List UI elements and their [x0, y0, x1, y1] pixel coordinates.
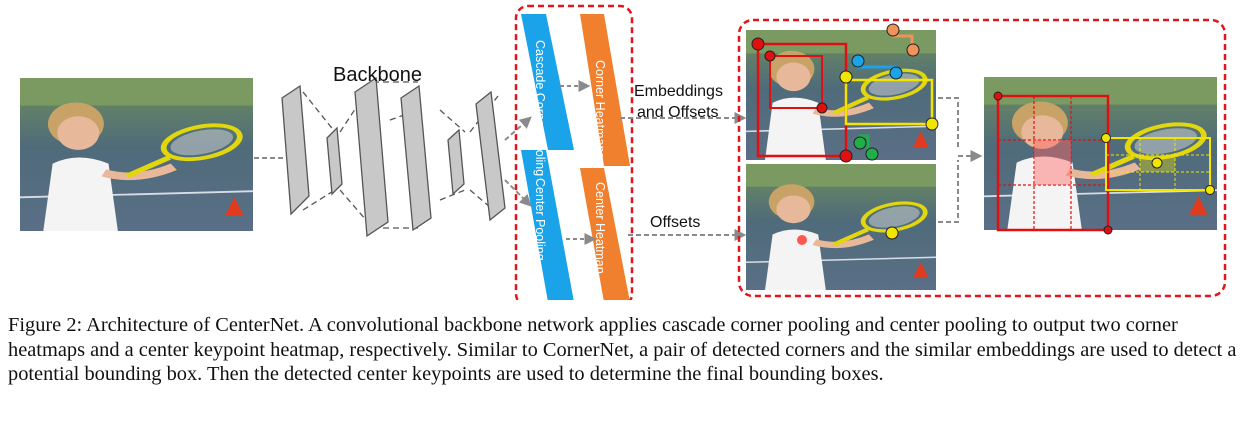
corner-heatmaps-label: Corner Heatmaps	[593, 60, 607, 159]
svg-text:Center Pooling: Center Pooling	[533, 178, 547, 261]
center-keypoint-image	[746, 164, 936, 290]
final-output-image	[984, 77, 1217, 235]
embeddings-label: Embeddings	[634, 83, 723, 100]
backbone-network	[281, 76, 506, 238]
architecture-figure: Cascade Corner Pooling Center Pooling Co…	[0, 4, 1227, 308]
center-heatmap-block	[580, 168, 630, 302]
center-heatmap-label: Center Heatmap	[593, 182, 607, 274]
arrow-top-to-final	[938, 97, 959, 150]
svg-text:Corner Heatmaps: Corner Heatmaps	[593, 60, 607, 159]
and-offsets-label: and Offsets	[637, 104, 719, 121]
center-pooling-label: Center Pooling	[533, 178, 547, 261]
corner-detection-image	[746, 23, 939, 163]
svg-text:Center Heatmap: Center Heatmap	[593, 182, 607, 274]
arrow-backbone-to-corner-pooling	[504, 116, 532, 141]
cascade-corner-pooling-label: Cascade Corner Pooling	[533, 40, 547, 176]
backbone-label: Backbone	[333, 64, 422, 86]
corner-heatmaps-block	[580, 14, 630, 166]
arrow-backbone-to-center-pooling	[504, 179, 532, 207]
figure-caption: Figure 2: Architecture of CenterNet. A c…	[8, 314, 1237, 385]
input-image	[20, 78, 253, 231]
svg-text:Cascade Corner Pooling: Cascade Corner Pooling	[533, 40, 547, 176]
detection-region-box	[737, 18, 1227, 298]
center-pooling-block	[521, 150, 574, 302]
offsets-label: Offsets	[650, 214, 701, 231]
cascade-corner-pooling-block	[521, 14, 574, 150]
arrow-bottom-to-final	[938, 160, 959, 223]
